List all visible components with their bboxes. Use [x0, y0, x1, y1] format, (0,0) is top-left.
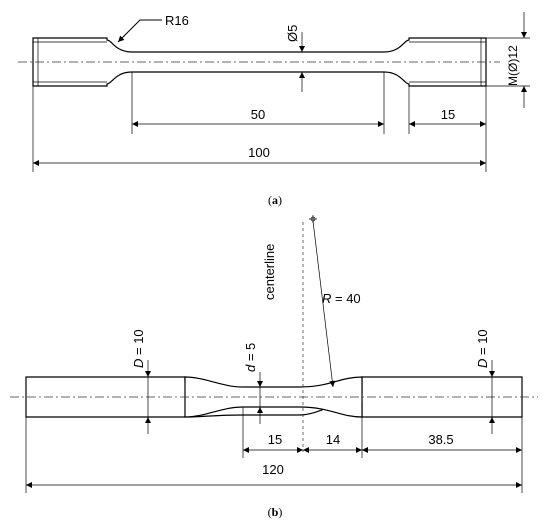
- dim-half-gauge-b: 15: [268, 432, 282, 447]
- dim-gauge-a: 50: [251, 107, 265, 122]
- dim-grip-b: 38.5: [428, 432, 453, 447]
- dim-total-b: 120: [262, 462, 284, 477]
- thread-label-a: M(Ø)12: [506, 45, 520, 86]
- dim-total-a: 100: [248, 145, 270, 160]
- radius-label-b: R = 40: [322, 291, 361, 306]
- centerline-label-b: centerline: [262, 244, 277, 300]
- caption-b: (b): [268, 505, 283, 519]
- radius-leader-b: [312, 220, 336, 388]
- dim-grip-a: 15: [441, 107, 455, 122]
- radius-leader-a: [117, 19, 162, 43]
- dim-fillet-b: 14: [326, 432, 340, 447]
- radius-label-a: R16: [165, 13, 189, 28]
- figure-a: R16 Ø5 M(Ø)12 50 15 100 (a): [18, 12, 530, 207]
- grip-diam-left-label: D = 10: [131, 329, 146, 368]
- caption-a: (a): [268, 193, 282, 207]
- grip-diam-right-label: D = 10: [475, 329, 490, 368]
- figure-b: centerline R = 40 D = 10 D = 10 d = 5: [10, 215, 538, 519]
- diameter-label-a: Ø5: [285, 25, 300, 42]
- gauge-diam-label: d = 5: [243, 343, 258, 372]
